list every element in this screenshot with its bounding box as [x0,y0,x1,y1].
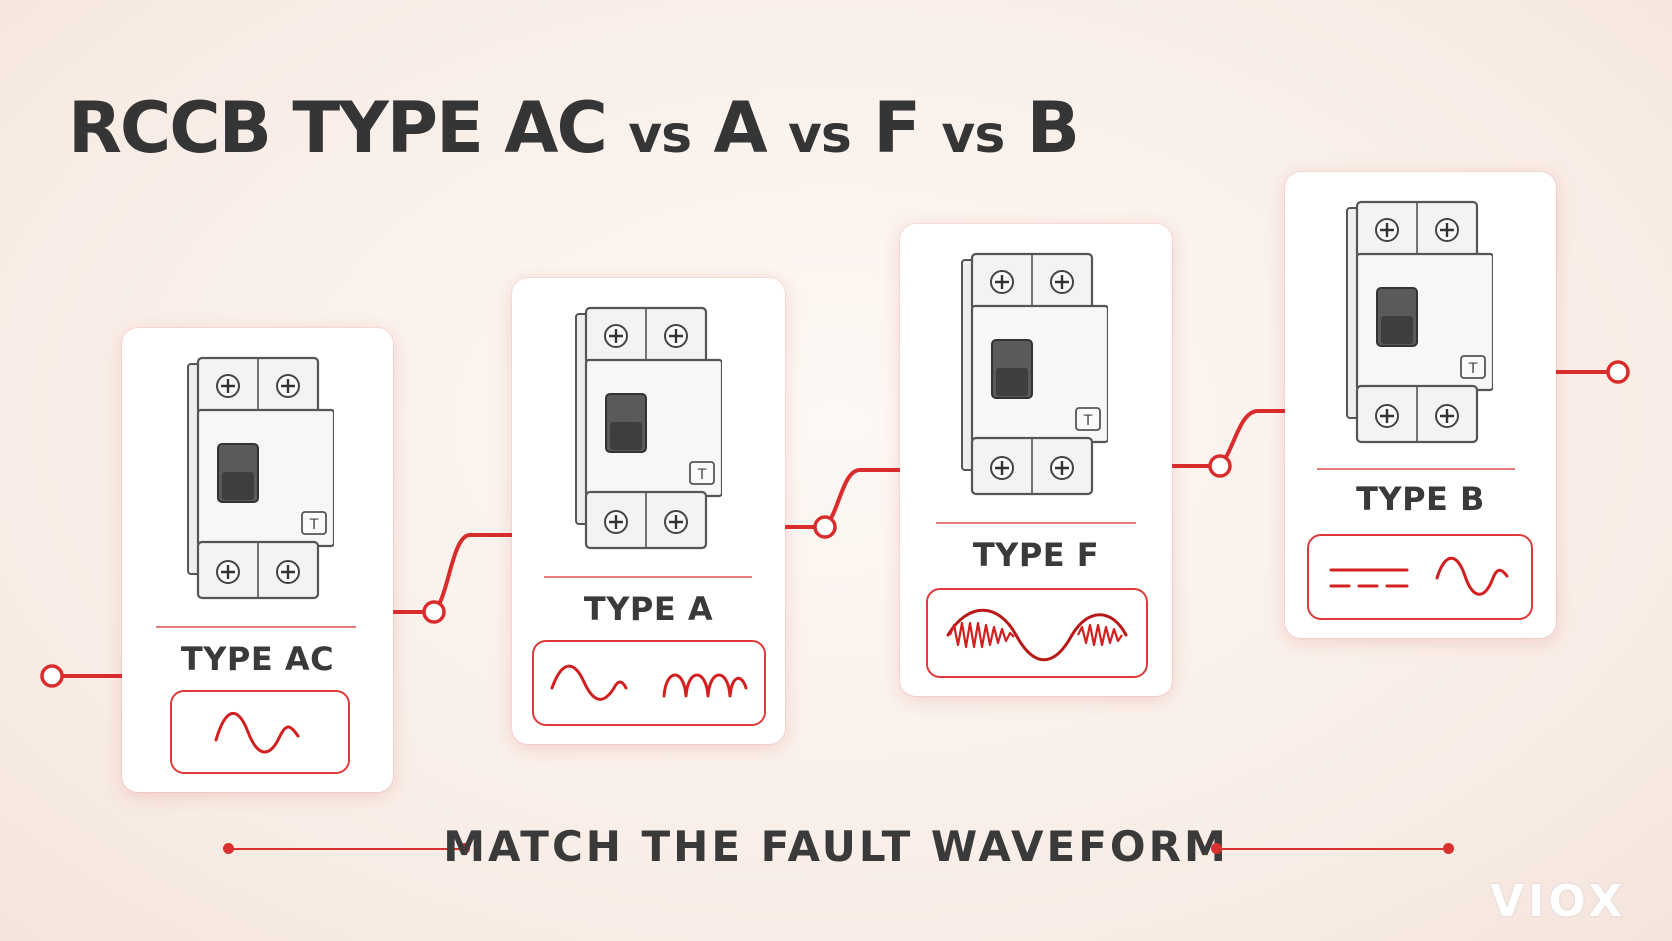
card-type-f: T TYPE F [900,224,1172,696]
rccb-device-icon: T [961,252,1108,496]
footer-dot-right-end [1443,843,1454,854]
test-button-label: T [697,467,707,483]
card-type-a: T TYPE A [512,278,785,744]
sine-and-pulsating-wave-icon [550,664,748,701]
test-button-label: T [1083,413,1093,429]
footer-dot-left-end [459,843,470,854]
mixed-frequency-wave-icon [946,608,1128,662]
type-label: TYPE AC [180,640,335,678]
waveform-box [532,640,766,726]
type-label: TYPE F [972,536,1100,574]
footer-dot-left [223,843,234,854]
card-type-b: T TYPE B [1285,172,1556,638]
test-button-label: T [309,517,319,533]
connector-node-1 [422,600,446,624]
rccb-device-icon: T [187,356,334,600]
footer-dot-right [1211,843,1222,854]
connector-node-3 [1208,454,1232,478]
type-label: TYPE B [1356,480,1485,518]
card-divider [1317,468,1515,470]
footer-tagline: MATCH THE FAULT WAVEFORM [443,822,1229,871]
footer-line-left [228,848,464,850]
waveform-box [1307,534,1533,620]
test-button-label: T [1468,361,1478,377]
sine-wave-icon [214,711,300,754]
rccb-device-icon: T [1346,200,1493,444]
page-title: RCCB TYPE AC vs A vs F vs B [68,87,1080,169]
dc-and-sine-wave-icon [1329,556,1509,596]
card-divider [156,626,356,628]
card-type-ac: T TYPE AC [122,328,393,792]
connector-node-2 [813,515,837,539]
type-label: TYPE A [583,590,714,628]
brand-logo: VIOX [1490,876,1627,927]
waveform-box [926,588,1148,678]
card-divider [936,522,1136,524]
footer-line-right [1216,848,1448,850]
card-divider [544,576,752,578]
rccb-device-icon: T [575,306,722,550]
connector-node-end [1606,360,1630,384]
waveform-box [170,690,350,774]
connector-node-start [40,664,64,688]
